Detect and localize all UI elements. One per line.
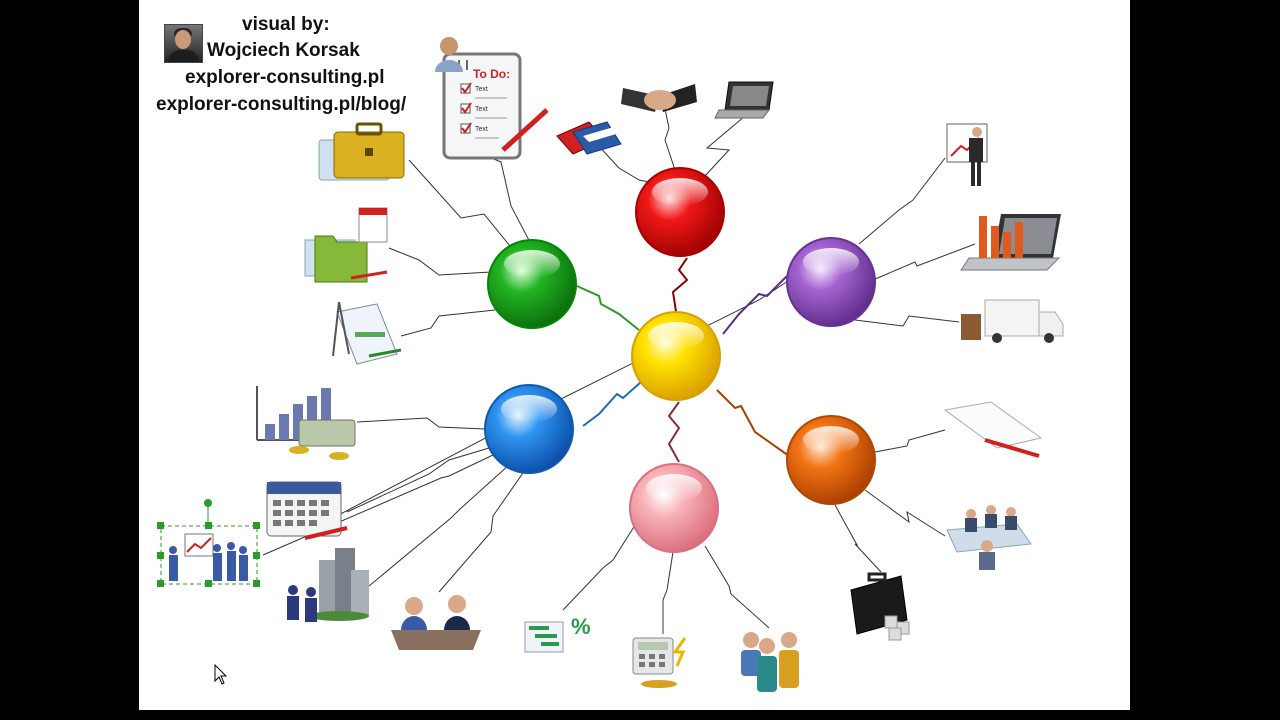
hubs — [484, 167, 876, 553]
handshake-icon — [621, 84, 697, 112]
yellow-center-hub[interactable] — [631, 311, 721, 401]
presenter-icon — [946, 123, 988, 186]
green-hub[interactable] — [487, 239, 577, 329]
document-pen-icon — [943, 401, 1043, 458]
gantt-percent-icon: % — [524, 614, 591, 653]
hub-links — [576, 257, 790, 463]
calendar-icon — [266, 481, 348, 540]
blog-link[interactable]: explorer-consulting.pl/blog/ — [156, 94, 407, 115]
orange-hub[interactable] — [786, 415, 876, 505]
conference-icon — [946, 505, 1032, 570]
bar-chart-money-icon — [256, 386, 356, 460]
folders-icon — [304, 207, 388, 283]
buildings-people-icon — [287, 548, 369, 622]
compass-chart-icon — [332, 301, 402, 365]
mouse-cursor-icon — [214, 664, 228, 685]
briefcase-icon — [318, 122, 405, 181]
laptop-icon — [714, 81, 774, 119]
laptop-chart-icon — [960, 214, 1061, 271]
case-puzzle-icon — [850, 572, 910, 641]
meeting-icon — [391, 595, 481, 650]
credits-block: visual by: Wojciech Korsak explorer-cons… — [139, 0, 1130, 710]
red-hub[interactable] — [635, 167, 725, 257]
pink-hub[interactable] — [629, 463, 719, 553]
credit-label: visual by: — [242, 14, 330, 35]
mind-map-canvas: visual by: Wojciech Korsak explorer-cons… — [139, 0, 1130, 710]
website-link[interactable]: explorer-consulting.pl — [185, 67, 385, 88]
purple-hub[interactable] — [786, 237, 876, 327]
blue-hub[interactable] — [484, 384, 574, 474]
todo-item: Text — [475, 86, 488, 93]
team-icon — [741, 632, 799, 692]
todo-item: Text — [475, 106, 488, 113]
svg-text:%: % — [571, 614, 591, 639]
mind-map-diagram: To Do: Text Text Text — [157, 37, 1064, 692]
todo-item: Text — [475, 126, 488, 133]
delivery-truck-icon — [961, 299, 1064, 343]
todo-list-icon: To Do: Text Text Text — [435, 37, 549, 160]
author-photo — [164, 24, 203, 63]
todo-title: To Do: — [473, 67, 510, 81]
presentation-team-icon[interactable] — [157, 499, 260, 587]
author-name: Wojciech Korsak — [207, 40, 360, 61]
calculator-icon — [632, 637, 687, 688]
connector-lines — [262, 103, 976, 634]
binders-icon — [556, 121, 623, 155]
